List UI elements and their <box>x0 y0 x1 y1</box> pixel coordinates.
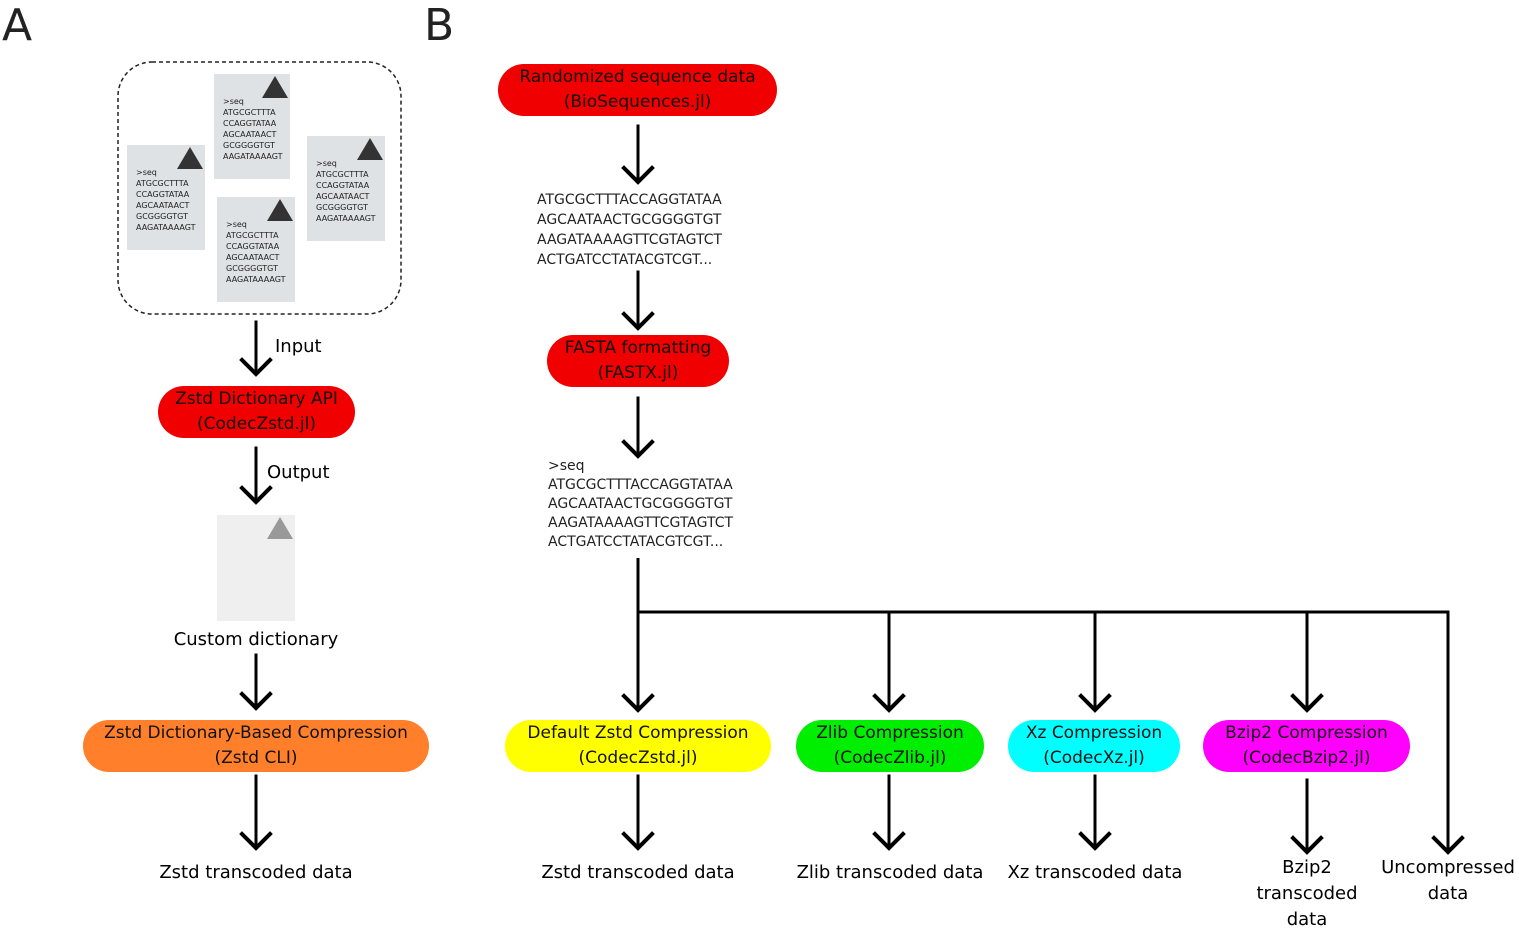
node-title: Zlib Compression <box>816 723 964 743</box>
node-title: Xz Compression <box>1025 723 1163 743</box>
branch-to-uncompressed-arrow <box>1431 610 1465 855</box>
branch-to-bzip2-arrow <box>1290 610 1324 713</box>
sequence-file-icon: >seq ATGCGCTTTA CCAGGTATAA AGCAATAACT GC… <box>214 74 290 179</box>
node-title: Bzip2 Compression <box>1225 723 1388 743</box>
output-label: Output <box>267 462 330 483</box>
file-sequence-text: >seq ATGCGCTTTA CCAGGTATAA AGCAATAACT GC… <box>226 220 286 284</box>
dictionary-to-compression-arrow <box>239 653 273 711</box>
sequence-file-icon: >seq ATGCGCTTTA CCAGGTATAA AGCAATAACT GC… <box>217 197 295 302</box>
codec-xz-node: Xz Compression (CodecXz.jl) <box>1008 720 1180 772</box>
sequence-to-fasta-arrow <box>621 270 655 331</box>
node-subtitle: (CodecXz.jl) <box>1043 748 1145 768</box>
node-title: FASTA formatting <box>564 338 712 358</box>
sequence-file-icon: >seq ATGCGCTTTA CCAGGTATAA AGCAATAACT GC… <box>307 136 385 241</box>
zstd-dictionary-compression-node: Zstd Dictionary-Based Compression (Zstd … <box>83 720 429 772</box>
zstd-dictionary-api-node: Zstd Dictionary API (CodecZstd.jl) <box>158 386 355 438</box>
node-title: Default Zstd Compression <box>527 723 749 743</box>
branch-to-zlib-arrow <box>872 610 906 713</box>
branch-to-xz-arrow <box>1078 610 1112 713</box>
node-title: Randomized sequence data <box>519 67 756 87</box>
node-subtitle: (FASTX.jl) <box>597 363 679 383</box>
codec-bzip2-node: Bzip2 Compression (CodecBzip2.jl) <box>1203 720 1410 772</box>
output-arrow <box>239 446 273 505</box>
xz-result-label: Xz transcoded data <box>1007 862 1183 883</box>
input-files-group-box <box>117 61 402 315</box>
node-subtitle: (CodecZstd.jl) <box>197 414 316 434</box>
zlib-result-arrow <box>872 774 906 851</box>
sequence-file-icon: >seq ATGCGCTTTA CCAGGTATAA AGCAATAACT GC… <box>127 145 205 250</box>
branch-to-zstd-arrow <box>621 610 655 713</box>
zlib-result-label: Zlib transcoded data <box>796 862 984 883</box>
uncompressed-result-label: Uncompressed data <box>1381 857 1515 904</box>
node-title: Zstd Dictionary-Based Compression <box>104 723 408 743</box>
zstd-result-arrow <box>621 774 655 851</box>
bzip2-result-arrow <box>1290 778 1324 855</box>
codec-zlib-node: Zlib Compression (CodecZlib.jl) <box>796 720 984 772</box>
node-subtitle: (BioSequences.jl) <box>563 92 712 112</box>
random-to-sequence-arrow <box>621 124 655 185</box>
node-subtitle: (CodecZstd.jl) <box>578 748 698 768</box>
codec-zstd-node: Default Zstd Compression (CodecZstd.jl) <box>505 720 771 772</box>
node-subtitle: (CodecZlib.jl) <box>833 748 947 768</box>
panel-a-letter: A <box>2 0 33 51</box>
panel-b-letter: B <box>424 0 455 51</box>
bzip2-result-label: Bzip2 transcoded data <box>1256 857 1358 930</box>
raw-sequence-text: ATGCGCTTTACCAGGTATAA AGCAATAACTGCGGGGTGT… <box>537 192 723 268</box>
input-label: Input <box>275 336 322 357</box>
file-sequence-text: >seq ATGCGCTTTA CCAGGTATAA AGCAATAACT GC… <box>136 168 196 232</box>
node-subtitle: (CodecBzip2.jl) <box>1242 748 1371 768</box>
file-sequence-text: >seq ATGCGCTTTA CCAGGTATAA AGCAATAACT GC… <box>223 97 283 161</box>
zstd-result-label: Zstd transcoded data <box>541 862 735 883</box>
branch-line <box>636 558 1448 614</box>
fasta-to-formatted-arrow <box>621 396 655 459</box>
zstd-transcoded-data-label: Zstd transcoded data <box>159 862 353 883</box>
fasta-formatting-node: FASTA formatting (FASTX.jl) <box>547 335 729 387</box>
file-sequence-text: >seq ATGCGCTTTA CCAGGTATAA AGCAATAACT GC… <box>316 159 376 223</box>
xz-result-arrow <box>1078 774 1112 851</box>
fasta-sequence-text: >seq ATGCGCTTTACCAGGTATAA AGCAATAACTGCGG… <box>548 458 734 550</box>
custom-dictionary-file-icon <box>217 515 295 621</box>
input-arrow <box>239 320 273 377</box>
node-subtitle: (Zstd CLI) <box>214 748 298 768</box>
compression-to-result-arrow <box>239 774 273 851</box>
randomized-sequence-node: Randomized sequence data (BioSequences.j… <box>498 64 777 116</box>
custom-dictionary-label: Custom dictionary <box>173 629 339 650</box>
node-title: Zstd Dictionary API <box>175 389 338 409</box>
